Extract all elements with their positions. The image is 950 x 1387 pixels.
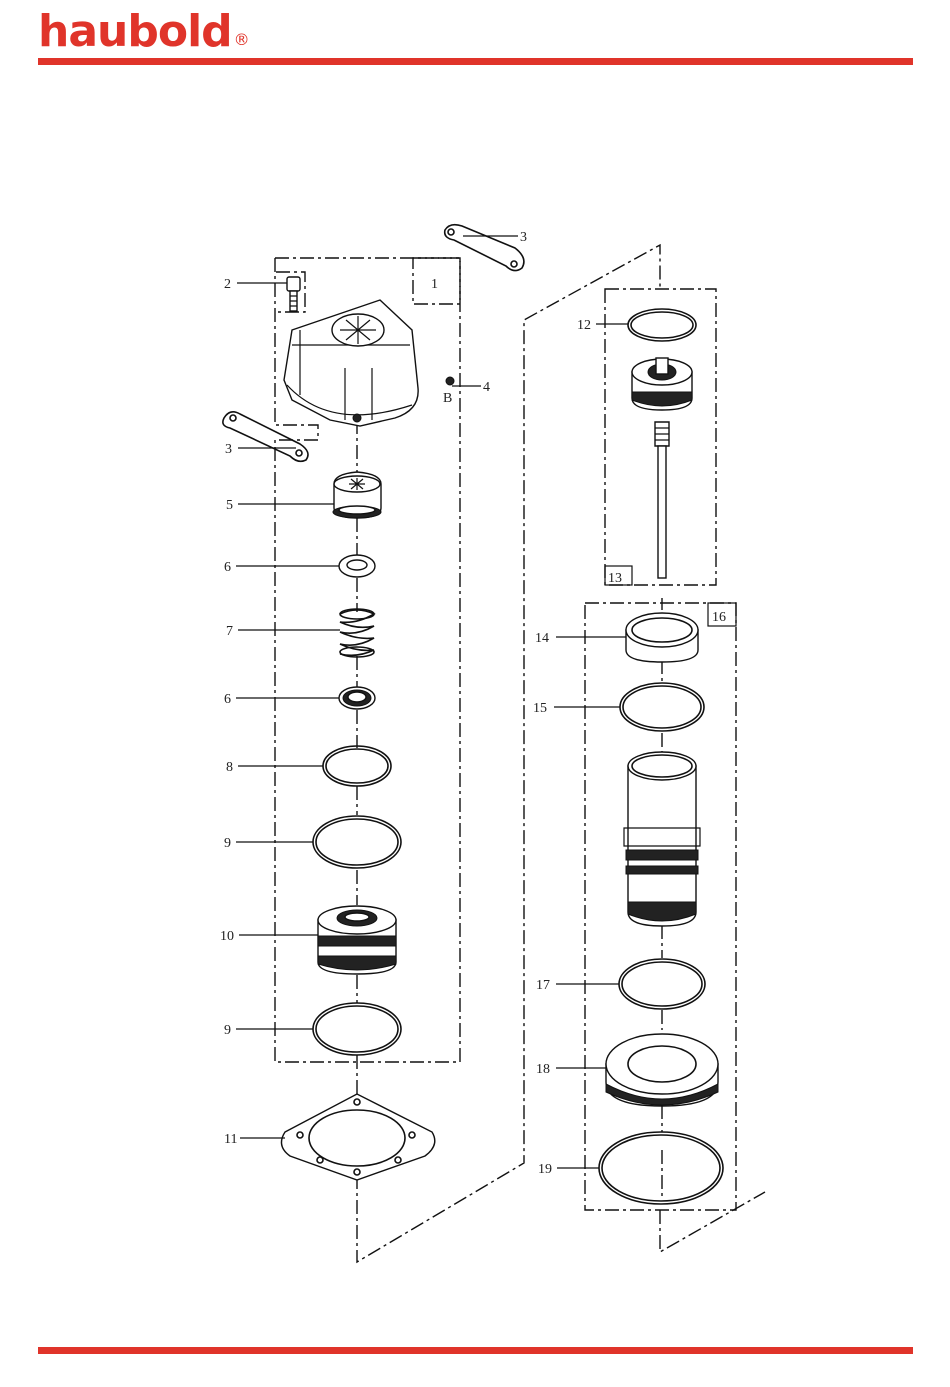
callout-label: 12 xyxy=(577,318,591,333)
callout-label: 4 xyxy=(483,380,490,395)
parts xyxy=(223,225,723,1204)
callout-label: 8 xyxy=(226,760,233,775)
callout-label: 15 xyxy=(533,701,547,716)
group-label: 13 xyxy=(608,571,622,586)
callout-label: 7 xyxy=(226,624,233,639)
link-part-top xyxy=(445,225,524,271)
callout-label: 3 xyxy=(225,442,232,457)
group-label: 1 xyxy=(431,277,438,292)
callout-label: 11 xyxy=(224,1132,237,1147)
callout-label: 3 xyxy=(520,230,527,245)
callout-label: 9 xyxy=(224,836,231,851)
callout-label: 5 xyxy=(226,498,233,513)
callout-label: 17 xyxy=(536,978,550,993)
callout-label: 18 xyxy=(536,1062,550,1077)
callout-label: 14 xyxy=(535,631,549,646)
callout-label: B xyxy=(443,391,452,406)
callout-label: 2 xyxy=(224,277,231,292)
callout-label: 19 xyxy=(538,1162,552,1177)
callout-label: 10 xyxy=(220,929,234,944)
callout-label: 6 xyxy=(224,692,231,707)
group-label: 16 xyxy=(712,610,726,625)
callout-label: 6 xyxy=(224,560,231,575)
callout-label: 9 xyxy=(224,1023,231,1038)
